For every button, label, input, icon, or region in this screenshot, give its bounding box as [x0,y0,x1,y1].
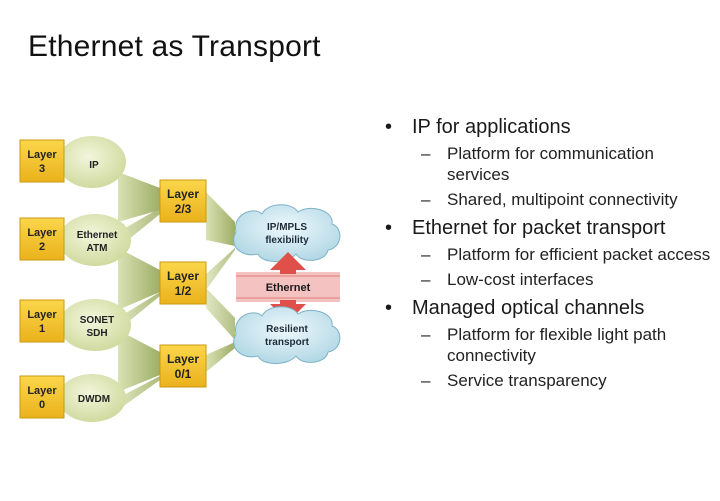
sub-bullet-text: Platform for efficient packet access [447,245,711,264]
sub-bullet-text: Shared, multipoint connectivity [447,190,678,209]
layer-2-3-number: 2/3 [175,202,192,216]
blob-dwdm [58,374,126,422]
bullet-dot: • [385,116,393,138]
blob-sonet-sdh [59,299,131,351]
tech-sdh: SDH [86,328,107,339]
sub-bullet: – Shared, multipoint connectivity [385,189,715,210]
sub-bullet: – Service transparency [385,370,715,391]
layer-box-0 [19,375,65,419]
layer-1-number: 1 [39,323,45,335]
tech-atm: ATM [87,243,108,254]
slide-title: Ethernet as Transport [28,30,321,63]
tech-ip: IP [89,160,99,171]
bullet-text: Managed optical channels [412,297,645,319]
layer-box-1 [19,299,65,343]
layer-box-0-1 [159,344,207,388]
layer-0-1-label: Layer [167,352,199,366]
sub-dash: – [421,371,431,390]
bullet-text: Ethernet for packet transport [412,217,666,239]
bullet-optical-channels: • Managed optical channels [385,296,715,320]
cloud-ip-mpls [233,204,341,262]
layer-1-label: Layer [27,309,57,321]
ethernet-arrow [236,252,340,322]
sub-dash: – [421,245,431,264]
layer-box-1-2 [159,261,207,305]
layer-box-2 [19,217,65,261]
layer-2-3-label: Layer [167,187,199,201]
sub-bullet-text: Platform for communication services [447,144,654,184]
layer-1-2-number: 1/2 [175,284,192,298]
tech-dwdm: DWDM [78,394,110,405]
layer-boxes-mid [159,179,207,388]
layer-0-label: Layer [27,385,57,397]
layer-0-number: 0 [39,399,45,411]
bullet-text: IP for applications [412,116,571,138]
sub-dash: – [421,190,431,209]
sub-bullet: – Platform for efficient packet access [385,244,715,265]
sub-dash: – [421,270,431,289]
layer-1-2-label: Layer [167,269,199,283]
funnels-right [206,192,235,372]
layer-box-2-3 [159,179,207,223]
blob-ip [58,136,126,188]
sub-bullet-text: Service transparency [447,371,607,390]
layer-3-label: Layer [27,149,57,161]
blob-ethernet-atm [59,214,131,266]
layer-box-3 [19,139,65,183]
layer-2-label: Layer [27,227,57,239]
cloud-top-line2: flexibility [265,235,309,246]
layer-0-1-number: 0/1 [175,367,192,381]
cloud-top-line1: IP/MPLS [267,222,307,233]
sub-dash: – [421,144,431,163]
cloud-bottom-line2: transport [265,337,310,348]
bullet-dot: • [385,217,393,239]
bullet-dot: • [385,297,393,319]
sub-bullet-text: Low-cost interfaces [447,270,594,289]
sub-bullet: – Platform for flexible light path conne… [385,324,715,366]
layer-2-number: 2 [39,241,45,253]
tech-sonet: SONET [80,315,114,326]
arrow-up-icon [270,252,306,274]
layer-diagram: Layer 3 Layer 2 Layer 1 Layer 0 IP Ether… [19,136,341,422]
sub-bullet: – Low-cost interfaces [385,269,715,290]
ethernet-label: Ethernet [266,282,311,294]
sub-bullet-text: Platform for flexible light path connect… [447,325,667,365]
tech-ethernet: Ethernet [77,230,118,241]
bullet-ip-applications: • IP for applications [385,115,715,139]
sub-dash: – [421,325,431,344]
layer-3-number: 3 [39,163,45,175]
tech-blobs [58,136,131,422]
layer-boxes-left [19,139,65,419]
cloud-bottom-line1: Resilient [266,324,308,335]
bullet-ethernet-transport: • Ethernet for packet transport [385,216,715,240]
bullet-list: • IP for applications – Platform for com… [385,115,715,391]
funnels-left [118,172,160,410]
sub-bullet: – Platform for communication services [385,143,715,185]
cloud-resilient [233,306,341,364]
